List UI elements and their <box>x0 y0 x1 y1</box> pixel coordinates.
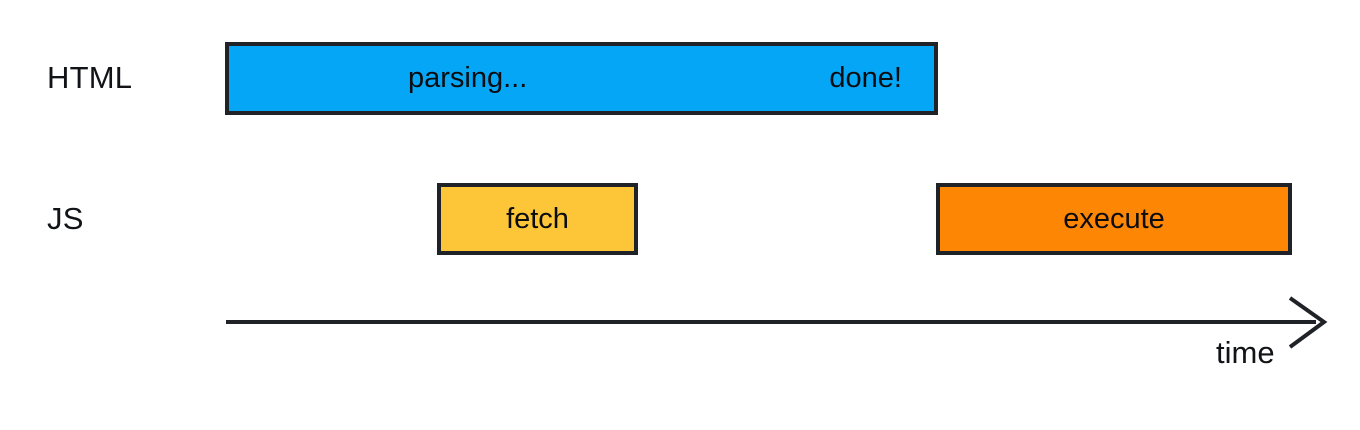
block-text-execute: execute <box>1063 202 1165 235</box>
block-text-done: done! <box>829 62 902 94</box>
timeline-block-js-fetch: fetch <box>437 183 638 255</box>
block-text-fetch: fetch <box>506 202 569 235</box>
timeline-block-html-parsing: parsing... done! <box>225 42 938 115</box>
row-label-js: JS <box>47 201 84 236</box>
time-axis-label: time <box>1216 335 1275 370</box>
block-text-parsing: parsing... <box>408 62 528 94</box>
row-label-html: HTML <box>47 60 133 95</box>
timeline-block-js-execute: execute <box>936 183 1292 255</box>
time-axis <box>220 292 1340 354</box>
right-arrow-icon <box>1288 296 1328 349</box>
